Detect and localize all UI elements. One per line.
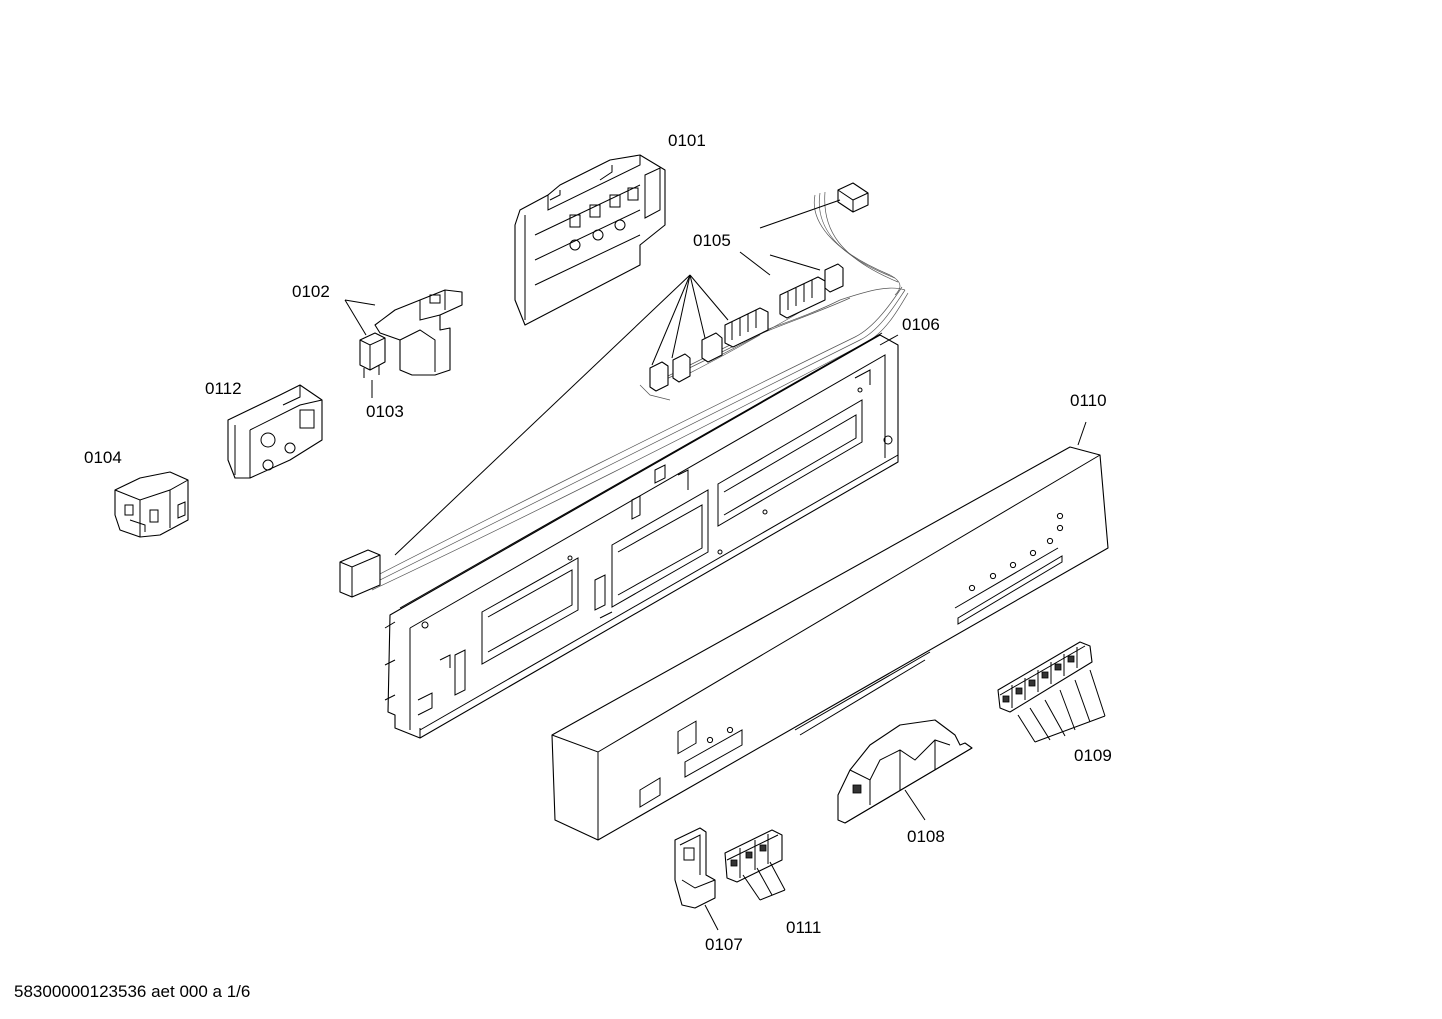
part-0103-relay[interactable] bbox=[359, 332, 386, 378]
part-0112-selector-module[interactable] bbox=[227, 384, 323, 479]
label-0112: 0112 bbox=[205, 379, 242, 398]
part-0108-handle[interactable] bbox=[837, 719, 973, 824]
part-0106-frame-panel[interactable] bbox=[384, 332, 899, 739]
label-0103: 0103 bbox=[366, 402, 404, 421]
label-0110: 0110 bbox=[1070, 391, 1107, 410]
label-0102: 0102 bbox=[292, 282, 330, 301]
label-0104: 0104 bbox=[84, 448, 122, 467]
part-0107-latch[interactable] bbox=[674, 827, 716, 909]
part-0104-switch[interactable] bbox=[114, 471, 189, 538]
part-0109-button-strip[interactable] bbox=[997, 641, 1093, 713]
label-0107: 0107 bbox=[705, 935, 743, 954]
label-0108: 0108 bbox=[907, 827, 945, 846]
part-0105-wiring-harness[interactable] bbox=[339, 182, 909, 598]
part-0111-button-set[interactable] bbox=[724, 829, 783, 883]
label-0111: 0111 bbox=[786, 918, 821, 937]
label-0101: 0101 bbox=[668, 131, 706, 150]
part-0102-actuator-bracket[interactable] bbox=[374, 289, 463, 376]
part-0110-front-panel[interactable] bbox=[551, 446, 1109, 841]
part-0101-control-module[interactable] bbox=[514, 154, 666, 326]
label-0105: 0105 bbox=[693, 231, 731, 250]
document-id-footer: 58300000123536 aet 000 a 1/6 bbox=[14, 982, 250, 1001]
label-0106: 0106 bbox=[902, 315, 940, 334]
leader-lines bbox=[344, 199, 1106, 931]
label-0109: 0109 bbox=[1074, 746, 1112, 765]
